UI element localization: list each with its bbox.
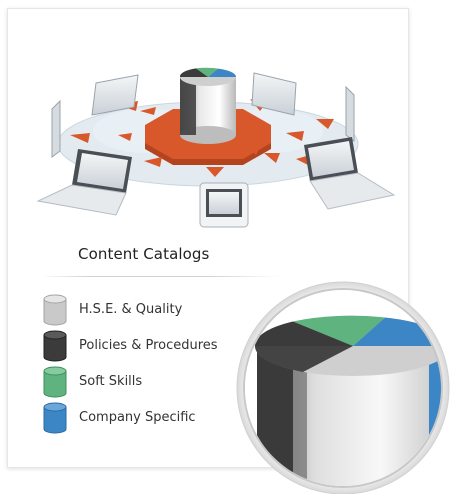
magnifier-lens <box>236 281 450 494</box>
laptop-right <box>304 137 396 210</box>
cylinder-icon <box>43 294 67 326</box>
cylinder-icon <box>43 402 67 434</box>
content-catalog-card: Content Catalogs H.S.E. & Quality Polici… <box>7 8 409 468</box>
laptop-left <box>36 149 132 216</box>
legend-item-policies-procedures: Policies & Procedures <box>41 328 301 364</box>
legend-label: Soft Skills <box>79 374 143 389</box>
tablet-left-edge <box>51 99 61 158</box>
tablet-bottom-center <box>199 182 249 228</box>
cylinder-icon <box>43 366 67 398</box>
legend-label: Policies & Procedures <box>79 338 218 353</box>
central-database-cylinder <box>179 67 236 144</box>
legend-item-hse-quality: H.S.E. & Quality <box>41 292 301 328</box>
legend-item-soft-skills: Soft Skills <box>41 364 301 400</box>
legend-label: Company Specific <box>79 410 196 425</box>
tablet-left-top <box>91 74 139 116</box>
catalog-title: Content Catalogs <box>78 245 210 263</box>
tablet-right-edge <box>345 85 355 142</box>
title-divider <box>41 276 281 277</box>
network-illustration <box>36 67 396 228</box>
tablet-top-right <box>251 72 297 116</box>
zoomed-cylinder <box>245 290 441 486</box>
legend-item-company-specific: Company Specific <box>41 400 301 436</box>
cylinder-icon <box>43 330 67 362</box>
legend-label: H.S.E. & Quality <box>79 302 183 317</box>
